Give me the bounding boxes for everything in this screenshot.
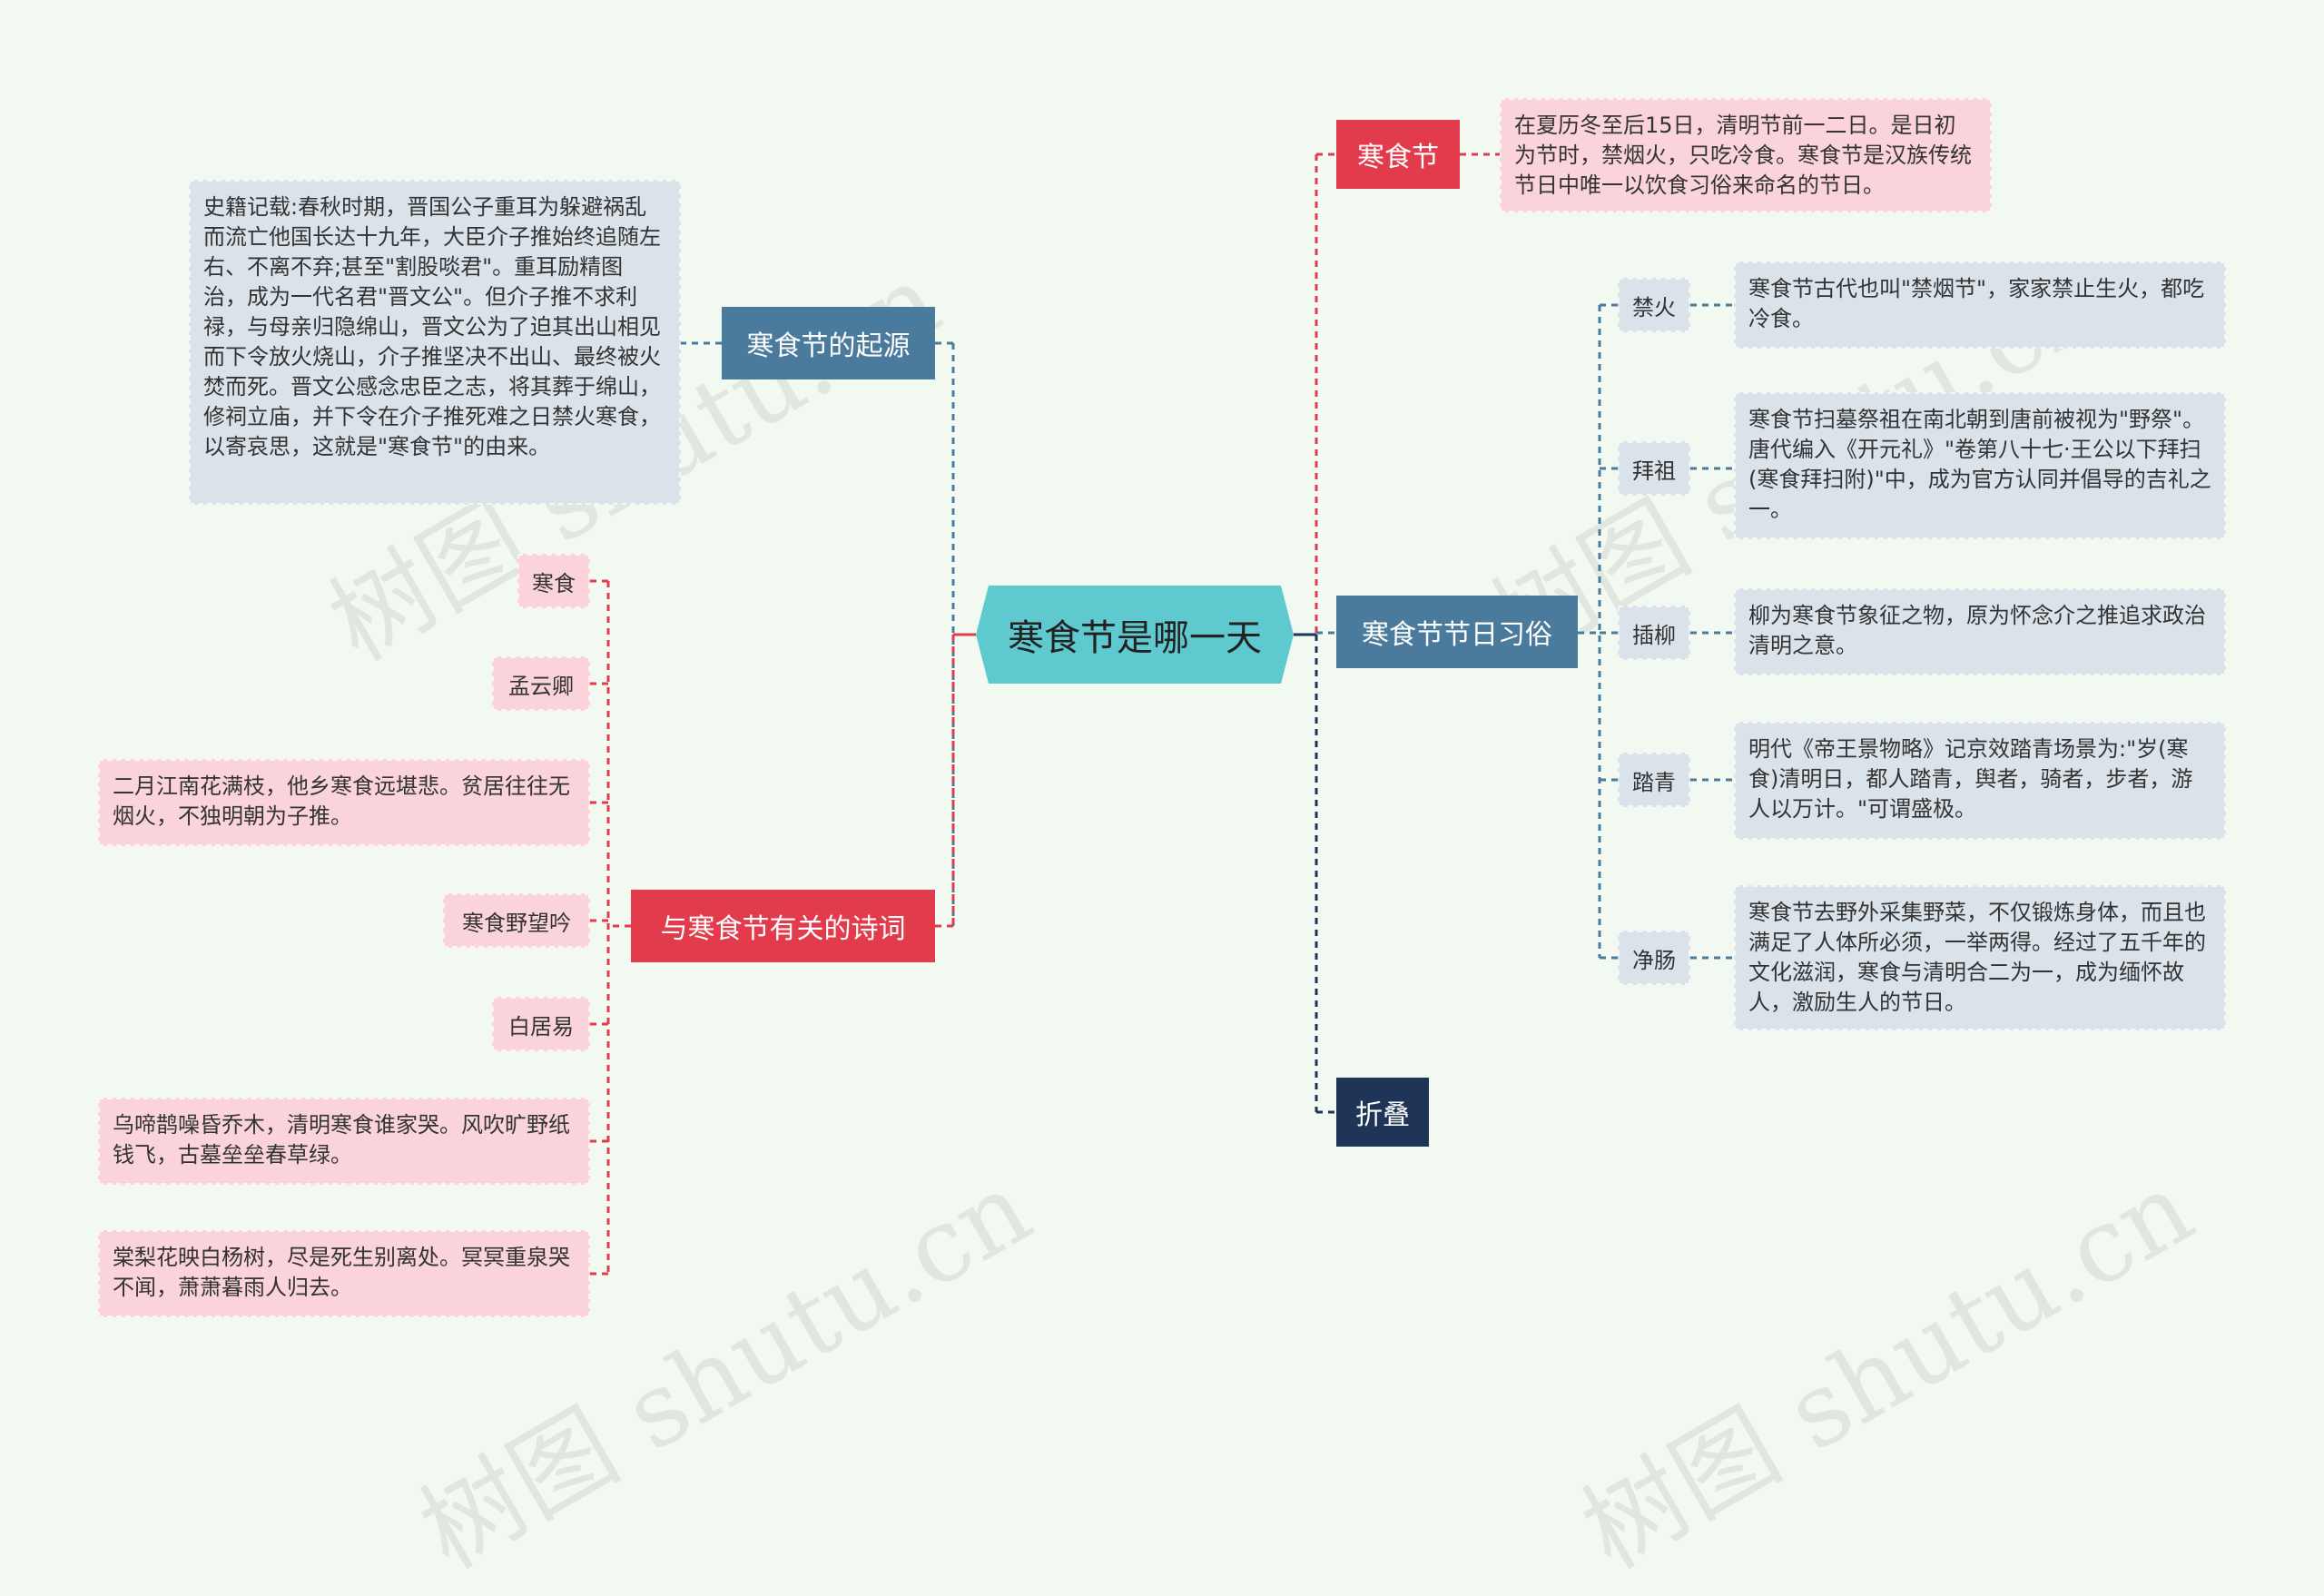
custom-description: 明代《帝王景物略》记京效踏青场景为:"岁(寒食)清明日，都人踏青，舆者，骑者，步… <box>1734 722 2226 840</box>
custom-description: 柳为寒食节象征之物，原为怀念介之推追求政治清明之意。 <box>1734 588 2226 675</box>
custom-item[interactable]: 插柳 <box>1618 606 1690 660</box>
poem-item[interactable]: 棠梨花映白杨树，尽是死生别离处。冥冥重泉哭不闻，萧萧暮雨人归去。 <box>98 1230 590 1317</box>
connector <box>1690 303 1734 960</box>
custom-item[interactable]: 拜祖 <box>1618 441 1690 496</box>
custom-description: 寒食节扫墓祭祖在南北朝到唐前被视为"野祭"。唐代编入《开元礼》"卷第八十七·王公… <box>1734 392 2226 539</box>
branch-date[interactable]: 寒食节 <box>1336 120 1460 189</box>
central-topic[interactable]: 寒食节是哪一天 <box>976 586 1294 684</box>
poem-item[interactable]: 寒食 <box>517 554 590 608</box>
branch-customs[interactable]: 寒食节节日习俗 <box>1336 596 1578 668</box>
custom-description: 寒食节古代也叫"禁烟节"，家家禁止生火，都吃冷食。 <box>1734 261 2226 349</box>
branch-poems[interactable]: 与寒食节有关的诗词 <box>631 890 935 962</box>
connector <box>1600 303 1618 960</box>
custom-item[interactable]: 净肠 <box>1618 931 1690 985</box>
poem-item[interactable]: 寒食野望吟 <box>443 893 590 948</box>
branch-origin[interactable]: 寒食节的起源 <box>722 307 935 379</box>
date-description: 在夏历冬至后15日，清明节前一二日。是日初为节时，禁烟火，只吃冷食。寒食节是汉族… <box>1500 98 1992 212</box>
connector-lines <box>590 153 1734 1276</box>
custom-description: 寒食节去野外采集野菜，不仅锻炼身体，而且也满足了人体所必须，一举两得。经过了五千… <box>1734 885 2226 1030</box>
poem-item[interactable]: 白居易 <box>492 997 590 1051</box>
connector <box>590 579 608 1276</box>
custom-item[interactable]: 踏青 <box>1618 753 1690 807</box>
poem-item[interactable]: 孟云卿 <box>492 656 590 711</box>
poem-item[interactable]: 二月江南花满枝，他乡寒食远堪悲。贫居往往无烟火，不独明朝为子推。 <box>98 759 590 846</box>
custom-item[interactable]: 禁火 <box>1618 278 1690 332</box>
poem-item[interactable]: 乌啼鹊噪昏乔木，清明寒食谁家哭。风吹旷野纸钱飞，古墓垒垒春草绿。 <box>98 1098 590 1185</box>
branch-fold[interactable]: 折叠 <box>1336 1078 1429 1147</box>
origin-description: 史籍记载:春秋时期，晋国公子重耳为躲避祸乱而流亡他国长达十九年，大臣介子推始终追… <box>189 180 681 505</box>
